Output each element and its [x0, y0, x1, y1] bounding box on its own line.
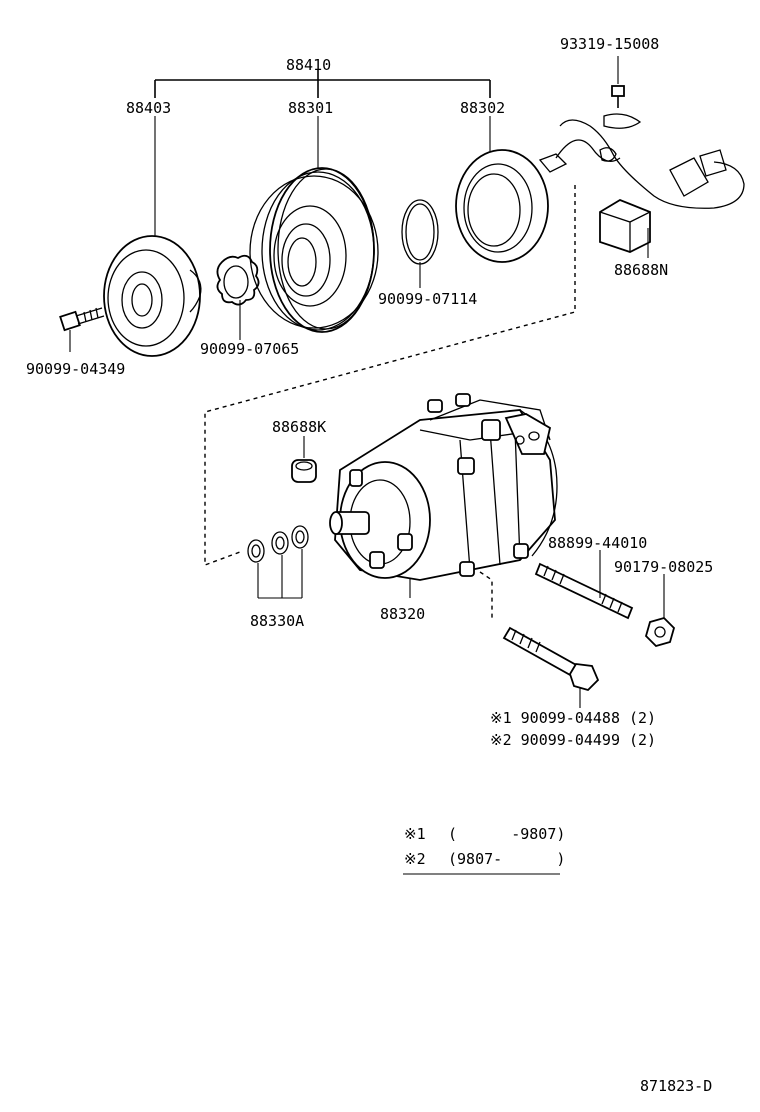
compressor-part — [329, 393, 558, 598]
label-hub: 88403 — [126, 99, 171, 117]
wire-harness-part — [559, 119, 745, 209]
mount-bolt-part — [479, 571, 600, 708]
label-orings: 88330A — [250, 612, 304, 630]
hub-bolt-part — [59, 307, 105, 352]
pulley-part — [249, 116, 379, 333]
label-hub-bolt: 90099-04349 — [26, 360, 125, 378]
o-rings-part — [247, 525, 309, 599]
label-bolt2: ※2 90099-04499 (2) — [490, 731, 656, 749]
note2-mark: ※2 — [404, 850, 426, 868]
note2-range: (9807- ) — [448, 850, 565, 868]
label-snap-ring: 90099-07114 — [378, 290, 477, 308]
label-pulley: 88301 — [288, 99, 333, 117]
snap-ring-part — [401, 199, 439, 288]
label-stud: 88899-44010 — [548, 534, 647, 552]
assembly-bracket — [154, 70, 491, 98]
dashed-leader — [204, 185, 576, 567]
label-compressor: 88320 — [380, 605, 425, 623]
label-nut: 90179-08025 — [614, 558, 713, 576]
label-bolt1: ※1 90099-04488 (2) — [490, 709, 656, 727]
figure-id: 871823-D — [640, 1077, 712, 1095]
note1-mark: ※1 — [404, 825, 426, 843]
bracket-part — [599, 198, 651, 258]
label-valve: 88688K — [272, 418, 326, 436]
label-bracket: 88688N — [614, 261, 668, 279]
hub-part — [103, 116, 202, 357]
valve-part — [291, 436, 317, 483]
note1-range: ( -9807) — [448, 825, 565, 843]
nut-part — [644, 574, 676, 648]
screw-part — [603, 56, 642, 129]
stud-part — [534, 550, 634, 620]
label-coil: 88302 — [460, 99, 505, 117]
label-assembly: 88410 — [286, 56, 331, 74]
label-shim: 90099-07065 — [200, 340, 299, 358]
field-coil-part — [455, 116, 621, 263]
label-screw: 93319-15008 — [560, 35, 659, 53]
shim-part — [216, 254, 260, 340]
